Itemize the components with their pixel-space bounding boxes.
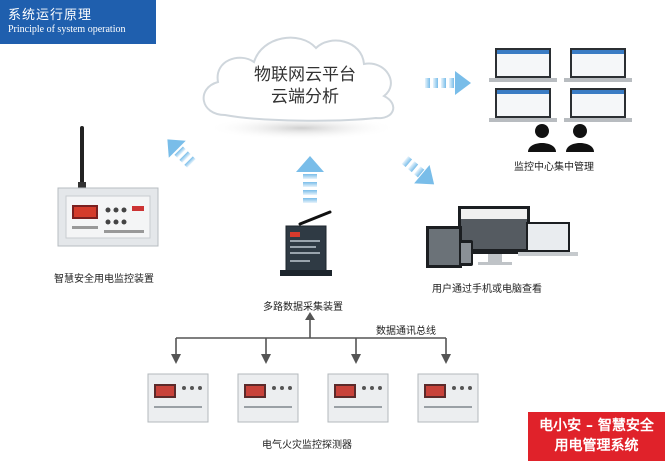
cloud-label-line1: 物联网云平台 [254, 65, 356, 85]
monitoring-center-image [489, 48, 632, 152]
brand-line1: 电小安 – 智慧安全 [539, 418, 654, 434]
arrow-up-icon [296, 156, 324, 203]
arrow-down-right-icon [401, 156, 435, 185]
brand-badge: 电小安 – 智慧安全 用电管理系统 [528, 412, 665, 461]
person-icon [566, 124, 594, 152]
detector-image [327, 373, 389, 423]
detector-image [417, 373, 479, 423]
header-banner: 系统运行原理 Principle of system operation [0, 0, 156, 44]
cloud-icon [202, 36, 397, 140]
monitor-device-label: 智慧安全用电监控装置 [54, 274, 154, 285]
user-devices-image [426, 206, 578, 268]
detector-image [237, 373, 299, 423]
collector-label: 多路数据采集装置 [263, 302, 343, 313]
user-view-label: 用户通过手机或电脑查看 [432, 284, 542, 295]
monitor-device-image [57, 126, 159, 247]
cloud-label: 物联网云平台 云端分析 [235, 64, 375, 108]
brand-line2: 用电管理系统 [554, 438, 639, 454]
center-label: 监控中心集中管理 [514, 162, 594, 173]
bus-label: 数据通讯总线 [376, 326, 436, 337]
data-bus [171, 312, 451, 364]
person-icon [528, 124, 556, 152]
detector-label: 电气火灾监控探测器 [262, 440, 352, 451]
cloud-label-line2: 云端分析 [271, 87, 339, 107]
arrow-up-right-icon [167, 139, 196, 168]
collector-image [280, 210, 332, 276]
detector-image [147, 373, 209, 423]
arrow-right-icon [425, 71, 471, 95]
page-title: 系统运行原理 [8, 8, 93, 23]
page-subtitle: Principle of system operation [8, 24, 126, 35]
